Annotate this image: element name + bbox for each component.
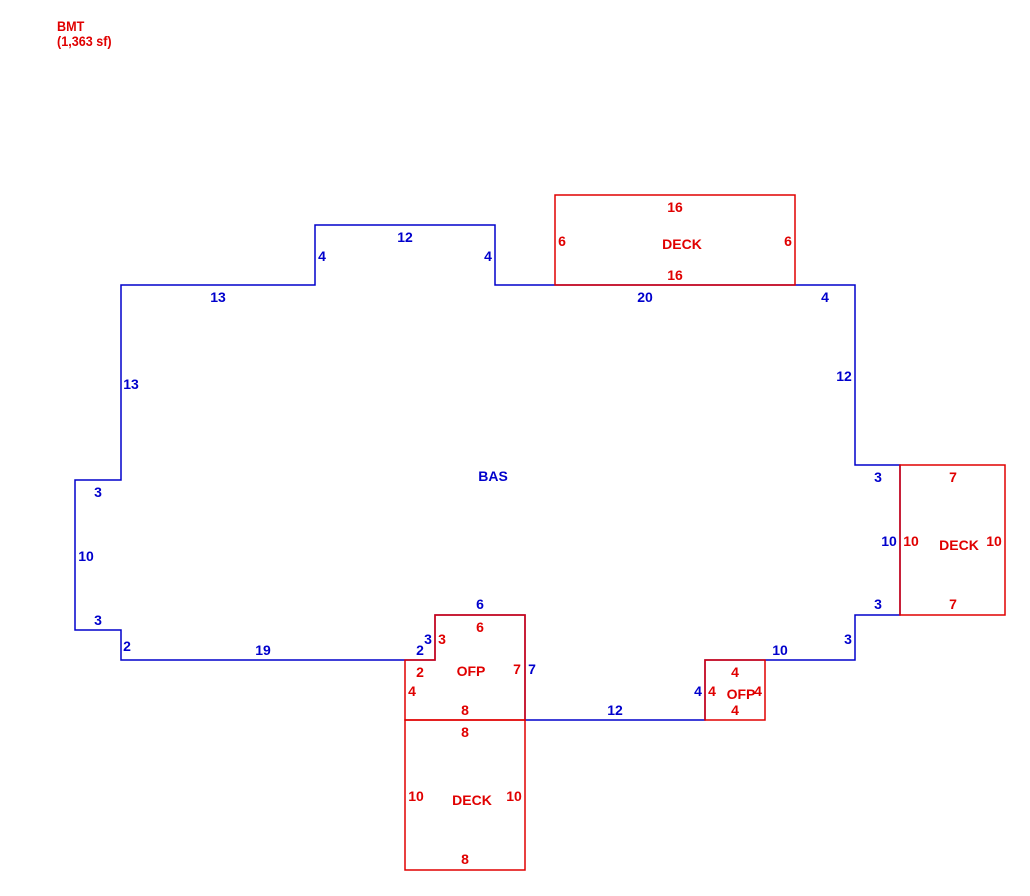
deck-bottom-area: DECK [404, 719, 526, 871]
dimension-label: 8 [461, 702, 469, 718]
ofp-center-dimensions: 6 3 2 4 7 8 [408, 619, 521, 718]
dimension-label: 3 [874, 596, 882, 612]
dimension-label: 20 [637, 289, 653, 305]
deck-top-outline [554, 194, 796, 286]
deck-top-label: DECK [662, 236, 702, 252]
dimension-label: 16 [667, 267, 683, 283]
dimension-label: 8 [461, 724, 469, 740]
dimension-label: 12 [607, 702, 623, 718]
ofp-right-outline [704, 659, 766, 721]
dimension-label: 13 [123, 376, 139, 392]
dimension-label: 10 [78, 548, 94, 564]
dimension-label: 7 [513, 661, 521, 677]
dimension-label: 2 [416, 642, 424, 658]
deck-bottom-label: DECK [452, 792, 492, 808]
dimension-label: 19 [255, 642, 271, 658]
deck-top-area: DECK [554, 194, 796, 286]
ofp-right-dimensions: 4 4 4 4 [708, 664, 762, 718]
bas-dimensions: 12 4 4 13 13 20 4 12 3 10 3 3 10 3 10 3 … [78, 229, 897, 718]
dimension-label: 6 [784, 233, 792, 249]
dimension-label: 3 [94, 612, 102, 628]
deck-right-dimensions: 7 10 10 7 [903, 469, 1002, 612]
dimension-label: 10 [408, 788, 424, 804]
deck-right-area: DECK [899, 464, 1006, 616]
sketch-header: BMT (1,363 sf) [57, 19, 112, 49]
deck-top-dimensions: 16 6 6 16 [558, 199, 792, 283]
dimension-label: 2 [416, 664, 424, 680]
dimension-label: 2 [123, 638, 131, 654]
ofp-center-label: OFP [457, 663, 486, 679]
dimension-label: 12 [397, 229, 413, 245]
dimension-label: 7 [949, 469, 957, 485]
ofp-right-label: OFP [727, 686, 756, 702]
dimension-label: 16 [667, 199, 683, 215]
dimension-label: 6 [476, 619, 484, 635]
dimension-label: 4 [708, 683, 716, 699]
dimension-label: 13 [210, 289, 226, 305]
dimension-label: 4 [731, 664, 739, 680]
dimension-label: 6 [558, 233, 566, 249]
dimension-label: 3 [438, 631, 446, 647]
dimension-label: 12 [836, 368, 852, 384]
floor-label: BMT [57, 18, 85, 34]
dimension-label: 10 [881, 533, 897, 549]
dimension-label: 10 [903, 533, 919, 549]
dimension-label: 8 [461, 851, 469, 867]
dimension-label: 3 [844, 631, 852, 647]
dimension-label: 4 [408, 683, 416, 699]
bas-label: BAS [478, 468, 508, 484]
dimension-label: 4 [731, 702, 739, 718]
dimension-label: 7 [528, 661, 536, 677]
dimension-label: 3 [424, 631, 432, 647]
ofp-right-area: OFP [704, 659, 766, 721]
dimension-label: 4 [484, 248, 492, 264]
deck-right-outline [899, 464, 1006, 616]
dimension-label: 3 [94, 484, 102, 500]
deck-bottom-dimensions: 8 10 10 8 [408, 724, 522, 867]
dimension-label: 10 [986, 533, 1002, 549]
dimension-label: 4 [754, 683, 762, 699]
dimension-label: 4 [318, 248, 326, 264]
dimension-label: 6 [476, 596, 484, 612]
dimension-label: 4 [821, 289, 829, 305]
dimension-label: 3 [874, 469, 882, 485]
deck-right-label: DECK [939, 537, 979, 553]
dimension-label: 4 [694, 683, 702, 699]
dimension-label: 10 [772, 642, 788, 658]
deck-bottom-outline [404, 719, 526, 871]
dimension-label: 7 [949, 596, 957, 612]
floor-area: (1,363 sf) [57, 33, 112, 49]
dimension-label: 10 [506, 788, 522, 804]
